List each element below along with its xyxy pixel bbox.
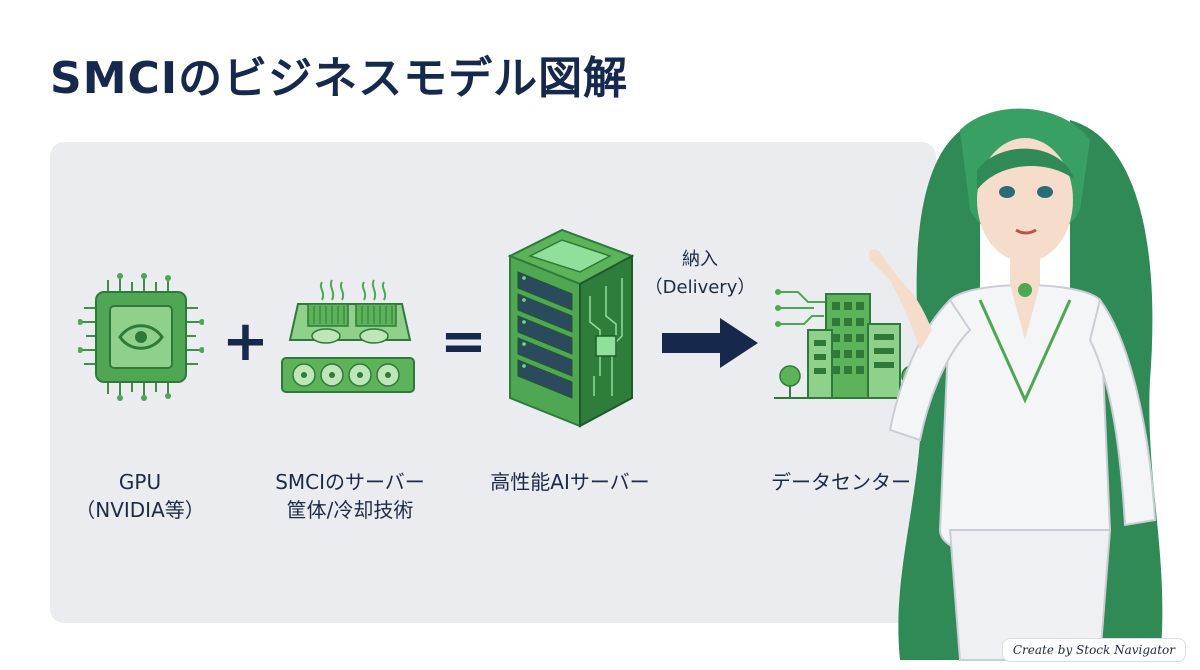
gpu-label-line2: （NVIDIA等） (75, 498, 205, 522)
chassis-label-line2: 筐体/冷却技術 (286, 498, 414, 522)
gpu-chip-icon (78, 273, 204, 401)
delivery-label: 納入 （Delivery） (640, 246, 760, 302)
chassis-label: SMCIのサーバー 筐体/冷却技術 (262, 468, 438, 524)
datacenter-label-line1: データセンター (771, 470, 911, 494)
presenter-illustration (868, 108, 1163, 661)
page-title: SMCIのビジネスモデル図解 (50, 53, 629, 104)
equals-operator: = (440, 309, 487, 374)
gpu-label-line1: GPU (118, 470, 162, 494)
arrow-right-icon (662, 318, 758, 368)
chassis-label-line1: SMCIのサーバー (275, 470, 425, 494)
ai-server-label-line1: 高性能AIサーバー (490, 470, 650, 494)
plus-operator: + (222, 309, 269, 374)
delivery-label-jp: 納入 (682, 249, 718, 270)
datacenter-label: データセンター (756, 468, 926, 496)
delivery-label-en: （Delivery） (644, 277, 756, 298)
gpu-label: GPU （NVIDIA等） (64, 468, 216, 524)
ai-server-label: 高性能AIサーバー (476, 468, 664, 496)
ai-server-tower-icon (507, 228, 635, 428)
credit-badge: Create by Stock Navigator (1001, 638, 1186, 662)
server-chassis-icon (281, 279, 415, 393)
